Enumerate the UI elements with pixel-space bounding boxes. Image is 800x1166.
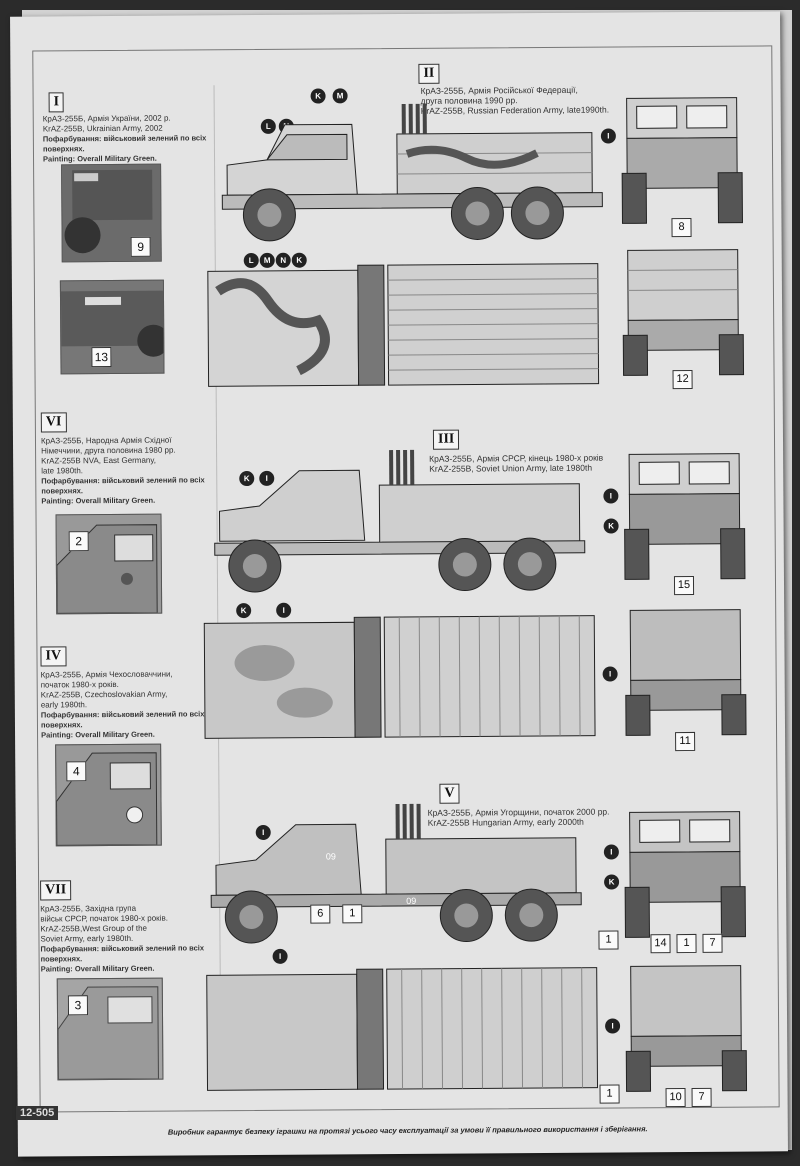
scheme-iv-painting-ua: Пофарбування: військовий зелений по всіх… <box>40 709 205 730</box>
scheme-vii-description: КрАЗ-255Б, Західна група військ СРСР, по… <box>40 903 205 974</box>
scheme-vi-painting-en: Painting: Overall Military Green. <box>41 495 156 506</box>
truck-iii-rear-view <box>625 609 747 736</box>
photo-4-image <box>56 744 161 846</box>
truck-v-side-view: 09 09 <box>210 803 582 944</box>
decal-number-1-rear: 1 <box>599 1084 620 1104</box>
scheme-vii-painting-ua: Пофарбування: військовий зелений по всіх… <box>40 943 205 964</box>
scheme-v-label: V <box>439 783 460 804</box>
decal-callout-k-iii-top: K <box>236 603 252 619</box>
decal-callout-m-top: M <box>259 252 275 268</box>
scheme-vi-description: КрАЗ-255Б, Народна Армія Східної Німеччи… <box>41 435 206 506</box>
decal-number-15: 15 <box>673 575 695 596</box>
decal-callout-i-v-right: I <box>603 844 619 860</box>
decal-number-7-front: 7 <box>702 933 723 953</box>
decal-callout-i-iii-top: I <box>276 602 292 618</box>
photo-3: 3 <box>56 977 164 1081</box>
safety-footer: Виробник гарантує безпеку іграшки на про… <box>167 1124 648 1137</box>
photo-9: 9 <box>61 163 162 263</box>
photo-3-image <box>57 978 163 1080</box>
decal-number-6: 6 <box>310 904 331 924</box>
photo-4-number: 4 <box>66 761 87 782</box>
decal-callout-k-iii-right: K <box>603 518 619 534</box>
decal-callout-k-v-right: K <box>604 874 620 890</box>
page-number: 12-505 <box>16 1106 59 1120</box>
truck-v-rear-view <box>625 965 748 1092</box>
scheme-iv-label: IV <box>40 646 67 667</box>
photo-2: 2 <box>55 513 163 615</box>
decal-callout-l-top: L <box>243 252 259 269</box>
decal-callout-i-v-top-right: I <box>605 1018 621 1034</box>
decal-callout-n-top: N <box>275 252 291 268</box>
truck-ii-top-view <box>207 263 600 387</box>
decal-number-11: 11 <box>675 731 696 752</box>
scheme-i-painting-en: Painting: Overall Military Green. <box>42 153 157 164</box>
scheme-i-painting-ua: Пофарбування: військовий зелений по всіх… <box>42 133 207 154</box>
decal-number-1-front: 1 <box>676 933 697 954</box>
decal-callout-k-ii: K <box>310 88 326 104</box>
truck-v-number-rear: 09 <box>406 896 416 906</box>
decal-number-8: 8 <box>671 217 692 238</box>
decal-number-12: 12 <box>672 369 693 390</box>
decal-number-14: 14 <box>650 934 671 954</box>
photo-13-image <box>60 280 165 374</box>
decal-callout-m-ii: M <box>332 88 348 104</box>
photo-13-number: 13 <box>91 347 112 368</box>
scheme-ii-label: II <box>418 63 440 84</box>
scheme-vi-label: VI <box>40 412 67 433</box>
truck-ii-side-view <box>221 103 603 242</box>
truck-v-top-view <box>206 967 599 1091</box>
scheme-iv-description: КрАЗ-255Б, Армія Чехословаччини, початок… <box>41 669 206 740</box>
scheme-vii-label: VII <box>40 880 72 901</box>
decal-callout-i-v-top: I <box>272 948 288 964</box>
photo-2-number: 2 <box>68 531 89 552</box>
photo-2-image <box>56 514 162 614</box>
decal-number-1-front-left: 1 <box>598 930 619 950</box>
photo-4: 4 <box>55 743 162 847</box>
scheme-vi-painting-ua: Пофарбування: військовий зелений по всіх… <box>41 475 205 496</box>
truck-iii-side-view <box>214 449 586 593</box>
photo-3-number: 3 <box>67 995 89 1016</box>
decal-callout-i-iii-right: I <box>603 488 619 504</box>
truck-iii-front-view <box>624 453 746 580</box>
truck-v-number-door: 09 <box>326 851 336 861</box>
truck-v-front-view <box>624 811 746 938</box>
scheme-i-description: КрАЗ-255Б, Армія України, 2002 р. KrAZ-2… <box>43 113 208 164</box>
instruction-sheet: I КрАЗ-255Б, Армія України, 2002 р. KrAZ… <box>10 11 788 1157</box>
truck-ii-rear-view <box>622 249 745 376</box>
decal-number-7-rear: 7 <box>691 1087 712 1107</box>
truck-ii-front-view <box>621 97 743 224</box>
scheme-i-label: I <box>48 92 65 113</box>
decal-number-10: 10 <box>665 1088 686 1108</box>
photo-13: 13 <box>59 279 165 375</box>
scheme-iii-label: III <box>432 429 460 450</box>
truck-iii-top-view <box>203 615 596 739</box>
photo-9-number: 9 <box>130 236 151 257</box>
scheme-iv-painting-en: Painting: Overall Military Green. <box>41 729 155 740</box>
scheme-vii-painting-en: Painting: Overall Military Green. <box>40 963 155 974</box>
decal-number-1-side: 1 <box>342 904 363 924</box>
decal-callout-k-top: K <box>291 252 307 268</box>
decal-callout-i-iii-top-right: I <box>602 666 618 682</box>
